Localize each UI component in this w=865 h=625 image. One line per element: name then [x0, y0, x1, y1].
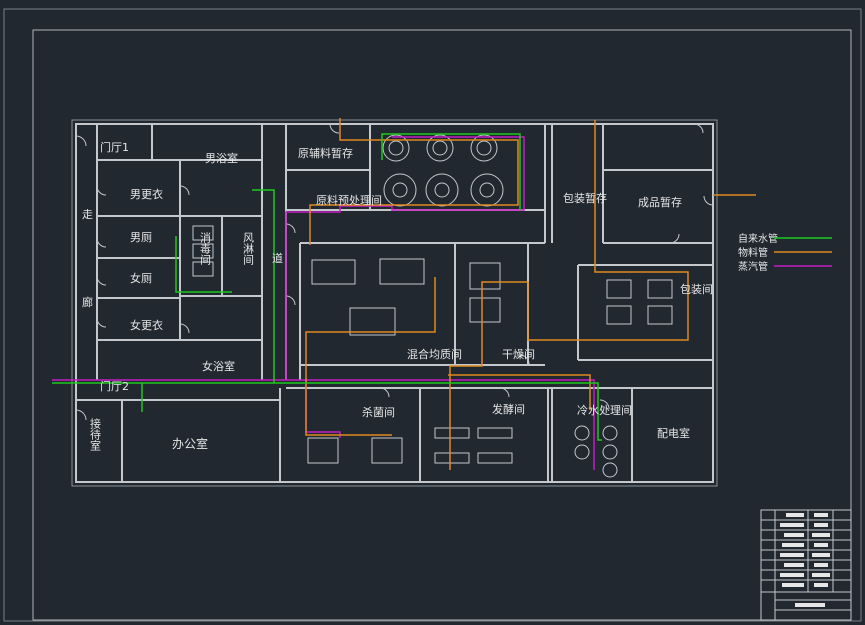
label-corridor-a: 走: [82, 208, 93, 221]
water-pipe: [175, 236, 232, 293]
material-pipe: [448, 374, 591, 410]
label-female-bath: 女浴室: [202, 359, 235, 373]
inner-frame: [32, 29, 852, 621]
label-corridor-c: 道: [272, 251, 283, 265]
label-male-changing: 男更衣: [130, 187, 163, 201]
label-lobby2: 门厅2: [100, 379, 129, 393]
label-product-storage: 成品暂存: [638, 195, 682, 209]
outer-frame: [3, 8, 862, 622]
material-pipe: [309, 118, 519, 245]
label-male-toilet: 男厕: [130, 231, 152, 244]
title-block: [760, 509, 852, 621]
material-pipe: [305, 277, 436, 436]
doors: [75, 123, 714, 421]
steam-pipe: [285, 136, 525, 380]
label-raw-pretreat: 原料预处理间: [316, 193, 382, 207]
label-packing-storage: 包装暂存: [563, 191, 607, 205]
label-sterilize-room: 杀菌间: [362, 405, 395, 419]
label-fermentation-room: 发酵间: [492, 402, 525, 416]
water-pipe: [252, 189, 275, 383]
label-corridor-b: 廊: [82, 295, 93, 309]
label-packing-room: 包装间: [680, 283, 713, 296]
legend-label: 蒸汽管: [738, 260, 768, 273]
room-labels: 门厅1 门厅2 男浴室 男更衣 男厕 女厕 女更衣 女浴室 消毒间 风淋间 走 …: [82, 140, 713, 451]
walls: [71, 119, 718, 487]
label-office: 办公室: [172, 436, 208, 451]
label-male-bath: 男浴室: [205, 151, 238, 165]
label-female-toilet: 女厕: [130, 271, 152, 285]
label-air-shower: 风淋间: [242, 232, 255, 266]
steam-pipe: [52, 379, 595, 470]
water-pipe: [381, 133, 521, 210]
label-raw-aux-storage: 原辅料暂存: [298, 146, 353, 160]
label-cold-water-room: 冷水处理间: [577, 404, 632, 417]
label-power-room: 配电室: [657, 426, 690, 440]
legend-label: 物料管: [738, 246, 768, 259]
water-pipe: [52, 382, 602, 441]
material-pipe: [449, 120, 689, 470]
label-lobby1: 门厅1: [100, 140, 129, 154]
label-reception: 接待室: [89, 418, 102, 451]
label-female-changing: 女更衣: [130, 318, 163, 332]
label-mixing-room: 混合均质间: [407, 347, 462, 361]
label-drying-room: 干燥间: [502, 348, 535, 361]
equipment: [192, 134, 673, 478]
title-block-fills: [780, 513, 830, 607]
legend-label: 自来水管: [738, 232, 778, 245]
label-disinfection: 消毒间: [199, 231, 212, 266]
